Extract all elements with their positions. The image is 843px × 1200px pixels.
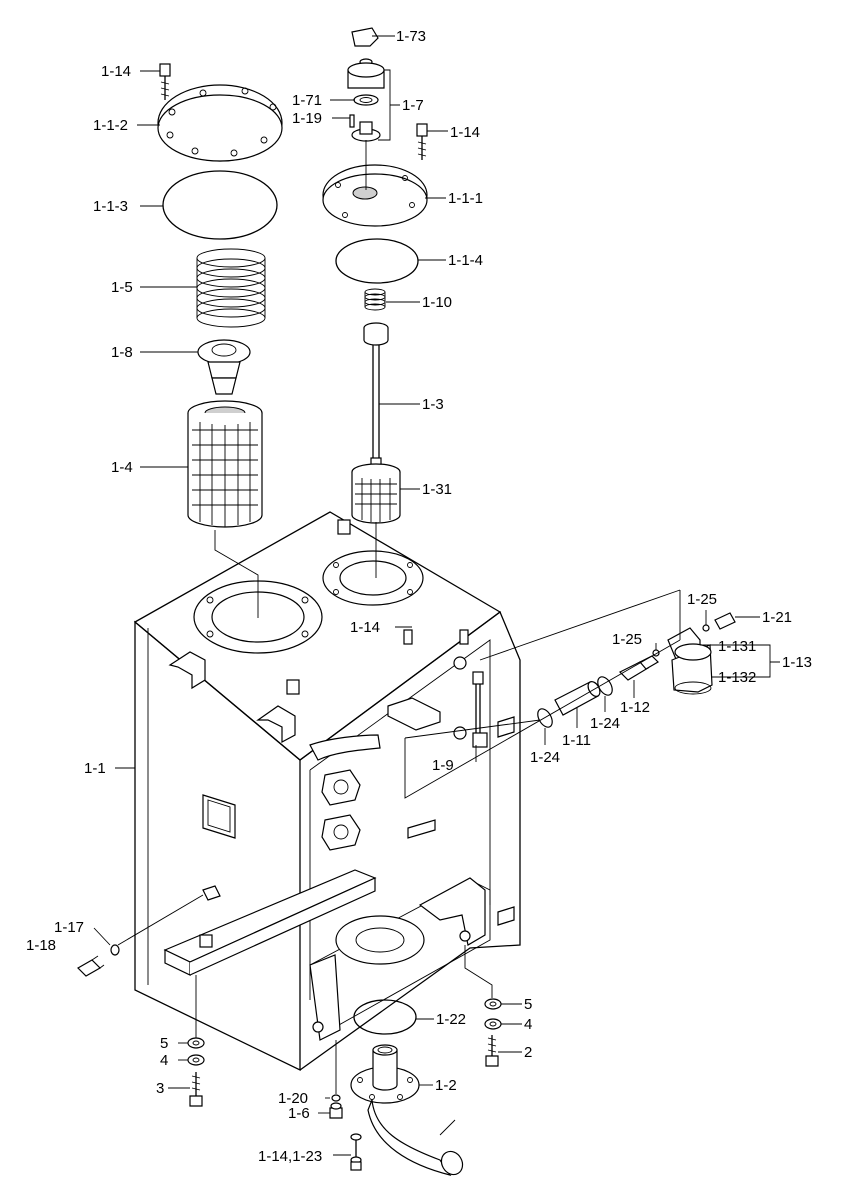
callout-1-6: 1-6 [288,1105,310,1122]
valve-1-8 [197,339,251,395]
rod-1-3 [363,322,389,469]
callout-1-2: 1-2 [435,1077,457,1094]
callout-1-13: 1-13 [782,654,812,671]
connector-1-12 [618,655,659,681]
callout-1-3: 1-3 [422,396,444,413]
callout-1-71: 1-71 [292,92,322,109]
callout-1-1-2: 1-1-2 [93,117,128,134]
cover-plate-1-1-1 [322,164,428,227]
bolt-3 [189,1072,203,1107]
return-filter-1-13 [667,627,713,695]
breather-cover-plate [157,63,283,162]
callout-1-1-1: 1-1-1 [448,190,483,207]
callout-5-right: 5 [524,996,532,1013]
callout-2: 2 [524,1044,532,1061]
callout-1-14-top-left: 1-14 [101,63,131,80]
bolt-2 [485,1035,499,1067]
fitting-1-21 [702,612,736,632]
washer-5-right [484,998,502,1010]
hose-1-11 [554,681,601,716]
callout-1-4: 1-4 [111,459,133,476]
bolt-1-14-right [416,123,428,160]
callout-1-17: 1-17 [54,919,84,936]
callout-1-14-middle: 1-14 [350,619,380,636]
oring-1-17 [110,944,120,956]
callout-4-left: 4 [160,1052,168,1069]
callout-1-73: 1-73 [396,28,426,45]
gasket-1-22 [353,999,417,1035]
callout-1-24-left: 1-24 [530,749,560,766]
strainer-1-31 [351,463,401,524]
callout-4-right: 4 [524,1016,532,1033]
callout-1-10: 1-10 [422,294,452,311]
cap-1-73 [351,27,379,47]
bolt-1-14-1-23 [350,1133,362,1171]
callout-1-22: 1-22 [436,1011,466,1028]
washer-4-left [187,1054,205,1066]
callout-1-8: 1-8 [111,344,133,361]
leader-filter-to-tank [214,530,259,618]
callout-5-left: 5 [160,1035,168,1052]
callout-1-132: 1-132 [718,669,756,686]
gasket-1-1-4 [335,238,419,284]
callout-1-20: 1-20 [278,1090,308,1107]
callout-1-31: 1-31 [422,481,452,498]
callout-1-21: 1-21 [762,609,792,626]
leader-plug [117,894,204,946]
callout-1-7: 1-7 [402,97,424,114]
callout-1-25-lower: 1-25 [612,631,642,648]
callout-1-1-3: 1-1-3 [93,198,128,215]
callout-3: 3 [156,1080,164,1097]
callout-1-19: 1-19 [292,110,322,127]
callout-leaders [93,35,780,1156]
callout-1-18: 1-18 [26,937,56,954]
callout-1-12: 1-12 [620,699,650,716]
callout-1-1-4: 1-1-4 [448,252,483,269]
gasket-1-1-3 [162,170,278,240]
suction-pipe-1-2 [350,1044,464,1176]
leader-filter-top [479,589,681,661]
plug-1-6 [329,1102,343,1119]
callout-1-14-top-right: 1-14 [450,124,480,141]
spring-1-10 [364,288,386,311]
callout-1-1: 1-1 [84,760,106,777]
callout-1-25-top: 1-25 [687,591,717,608]
callout-1-5: 1-5 [111,279,133,296]
washer-4-right [484,1018,502,1030]
spring-1-5 [196,248,266,328]
leader-bolt-2 [464,945,493,998]
plug-1-18 [77,955,105,977]
callout-1-24-right: 1-24 [590,715,620,732]
callout-1-14-1-23: 1-14,1-23 [258,1148,322,1165]
callout-labels: 1-73 1-14 1-71 1-7 1-19 1-1-2 1-14 1-1-1… [26,28,812,1165]
breather-1-7 [347,58,385,142]
leader-return-line [404,639,681,799]
callout-1-131: 1-131 [718,638,756,655]
filter-element-1-4 [187,400,263,528]
callout-1-9: 1-9 [432,757,454,774]
tank-body [133,511,521,1072]
oring-1-20 [331,1094,341,1102]
callout-1-11: 1-11 [562,732,591,749]
washer-5-left [187,1037,205,1049]
